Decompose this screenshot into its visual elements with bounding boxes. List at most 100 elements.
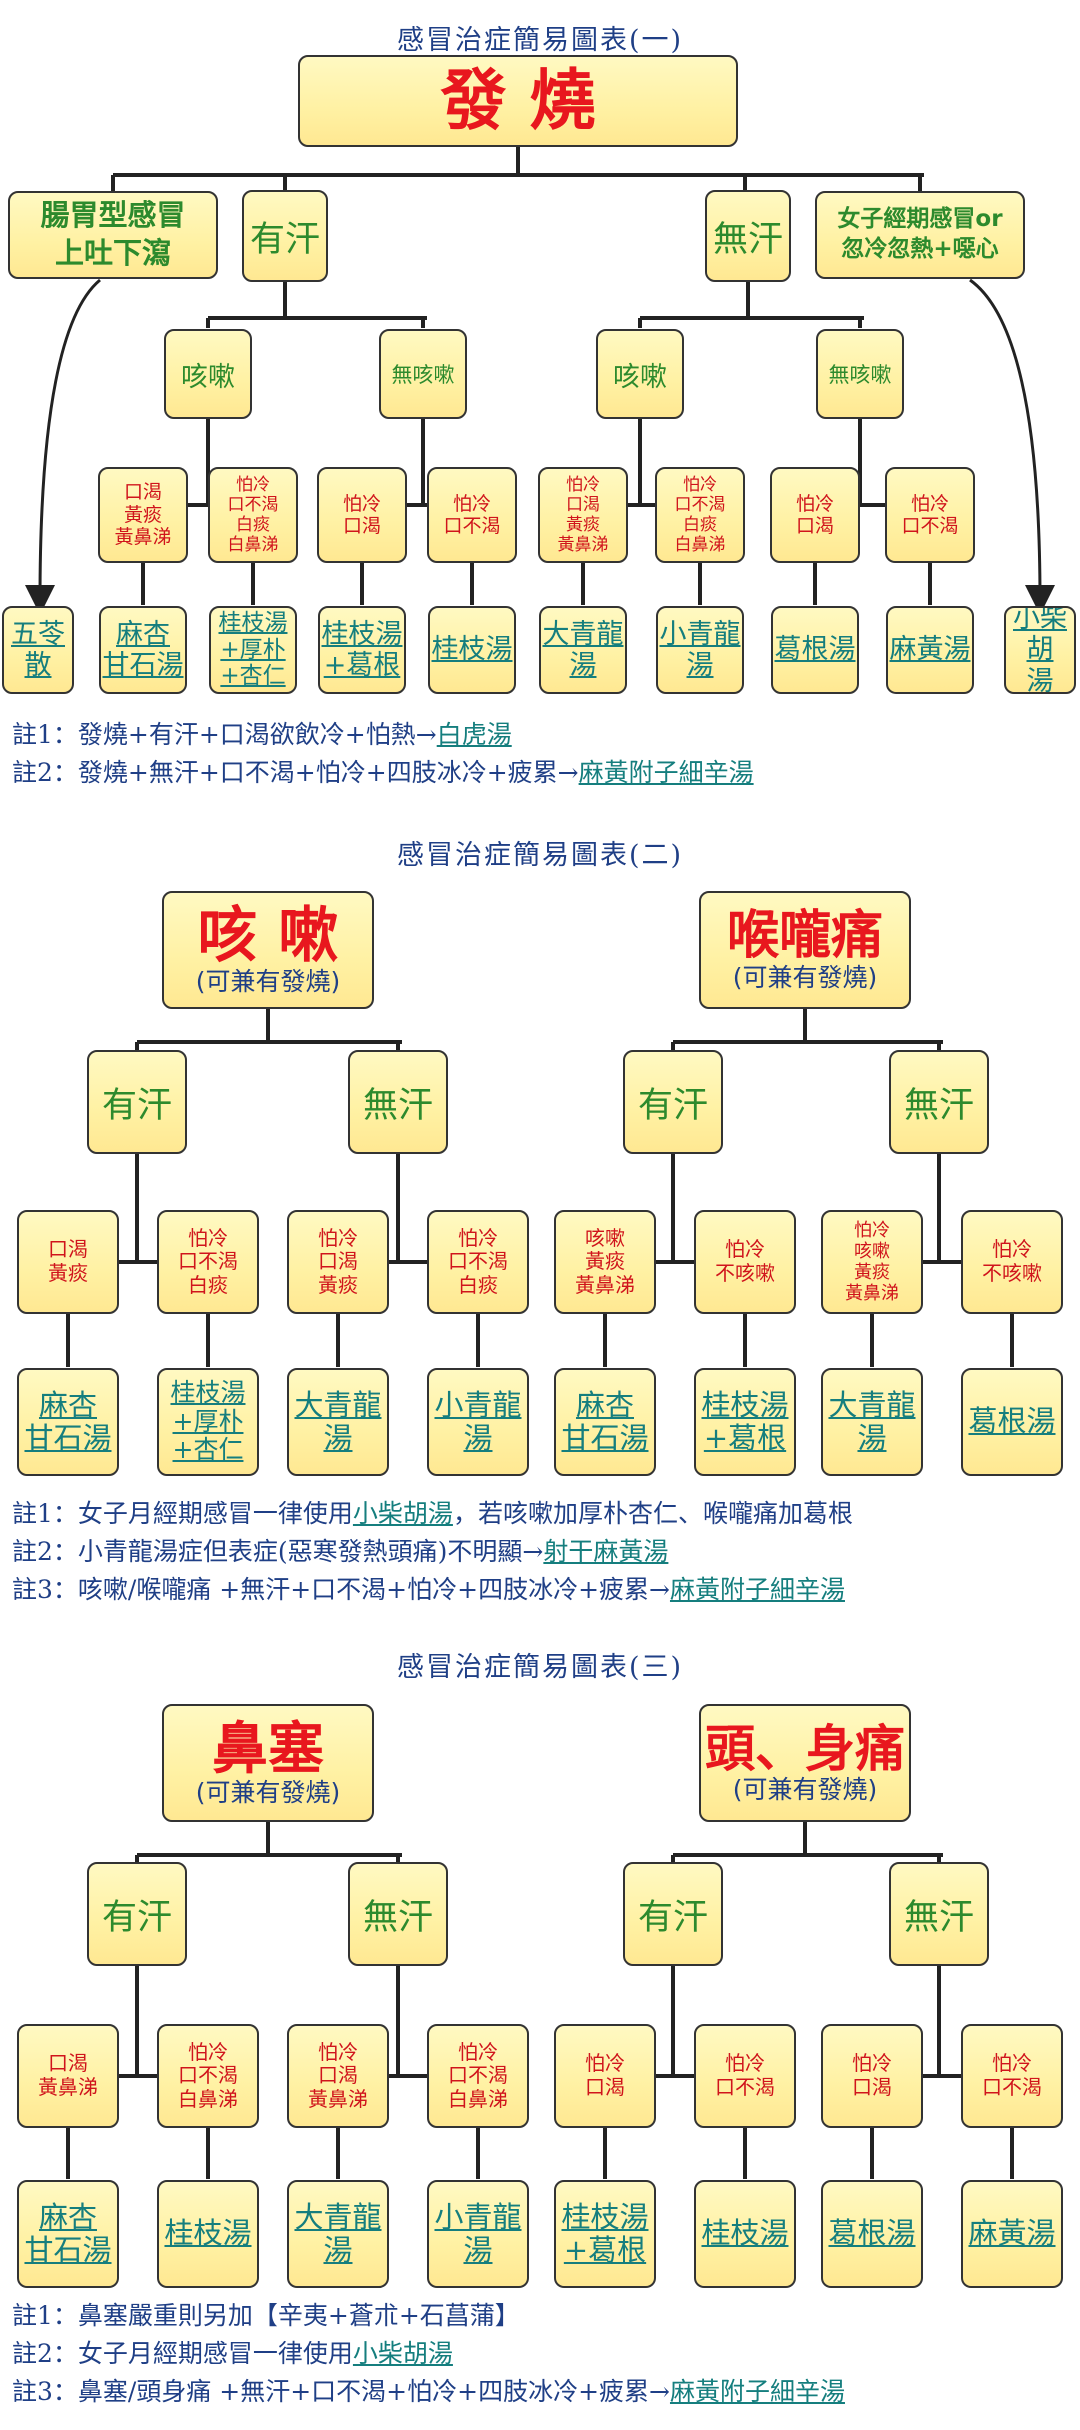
symptom-text: 怕冷 (992, 1237, 1032, 1262)
connector-line (673, 1040, 943, 1044)
cough-box: 咳嗽 (596, 329, 684, 419)
remedy-name[interactable]: +杏仁 (220, 663, 286, 690)
remedy-name[interactable]: +葛根 (323, 650, 401, 681)
note-remedy-link[interactable]: 麻黃附子細辛湯 (578, 758, 754, 787)
remedy-name[interactable]: +厚朴 (172, 1406, 244, 1436)
main-symptom-label: 鼻塞 (212, 1715, 324, 1782)
symptom-text: 怕冷 (318, 1225, 358, 1250)
remedy-name[interactable]: 麻黃湯 (889, 634, 971, 666)
remedy-box: 大青龍湯 (539, 606, 627, 694)
connector-line (937, 1964, 941, 2076)
symptom-text: 黃鼻涕 (557, 535, 609, 556)
remedy-name[interactable]: 湯 (686, 650, 714, 681)
remedy-name[interactable]: 桂枝湯 (561, 2199, 649, 2234)
note-remedy-link[interactable]: 小柴胡湯 (352, 1499, 453, 1528)
remedy-name[interactable]: 葛根湯 (828, 2216, 916, 2251)
remedy-name[interactable]: 大青龍 (294, 2199, 382, 2234)
remedy-name[interactable]: 葛根湯 (774, 634, 856, 666)
remedy-name[interactable]: 大青龍 (542, 618, 624, 650)
symptom-text: 黃痰 (566, 515, 600, 535)
sweat-label: 有汗 (249, 219, 320, 260)
connector-line (118, 1260, 162, 1264)
main-symptom-label: 喉嚨痛 (726, 904, 883, 966)
remedy-name[interactable]: 麻杏 (116, 618, 170, 650)
symptom-box: 怕冷口不渴白鼻涕 (157, 2024, 259, 2128)
connector-line (283, 175, 287, 193)
note-remedy-link[interactable]: 麻黃附子細辛湯 (669, 2377, 845, 2406)
connector-line (870, 2128, 874, 2179)
remedy-name[interactable]: 小柴胡 (1013, 606, 1067, 666)
note-line: 註1：女子月經期感冒一律使用小柴胡湯，若咳嗽加厚朴杏仁、喉嚨痛加葛根 (12, 1495, 853, 1533)
remedy-name[interactable]: 桂枝湯 (701, 1387, 789, 1422)
symptom-text: 怕冷 (910, 492, 949, 515)
remedy-name[interactable]: 湯 (857, 1421, 887, 1455)
remedy-name[interactable]: 桂枝湯 (170, 1377, 246, 1407)
remedy-box: 小青龍湯 (656, 606, 744, 694)
remedy-name[interactable]: 甘石湯 (24, 1421, 112, 1455)
remedy-name[interactable]: 湯 (463, 1421, 493, 1455)
symptom-text: 口渴 (123, 481, 162, 504)
symptom-text: 白鼻涕 (448, 2086, 508, 2111)
remedy-name[interactable]: +杏仁 (172, 1435, 244, 1465)
symptom-text: 怕冷 (458, 2039, 498, 2064)
no-sweat-box: 無汗 (889, 1050, 989, 1154)
remedy-name[interactable]: 麻杏 (38, 2199, 97, 2234)
connector-line (135, 1152, 139, 1262)
symptom-text: 怕冷 (342, 492, 381, 515)
note-line: 註1：發燒+有汗+口渴欲飲冷+怕熱→白虎湯 (12, 716, 754, 754)
no-sweat-label: 無汗 (362, 1897, 433, 1938)
arrow-gi-to-wulingsan (25, 278, 101, 615)
remedy-name[interactable]: 大青龍 (828, 1387, 916, 1422)
connector-line (922, 2074, 966, 2078)
remedy-name[interactable]: +葛根 (703, 1421, 787, 1455)
connector-line (870, 1314, 874, 1367)
symptom-box: 怕冷口渴 (554, 2024, 656, 2128)
remedy-name[interactable]: 麻杏 (575, 1387, 634, 1422)
remedy-name[interactable]: 甘石湯 (24, 2233, 112, 2267)
connector-line (388, 2074, 432, 2078)
remedy-name[interactable]: 湯 (463, 2233, 493, 2267)
cough-label: 咳嗽 (181, 361, 235, 393)
symptom-text: 黃痰 (318, 1272, 358, 1297)
symptom-box: 怕冷不咳嗽 (961, 1210, 1063, 1314)
remedy-name[interactable]: 大青龍 (294, 1387, 382, 1422)
connector-line (336, 1314, 340, 1367)
symptom-text: 口不渴 (982, 2075, 1042, 2099)
remedy-name[interactable]: 葛根湯 (968, 1404, 1056, 1439)
symptom-box: 怕冷口不渴 (885, 467, 975, 563)
remedy-name[interactable]: 桂枝湯 (431, 634, 513, 666)
remedy-name[interactable]: 小青龍 (659, 618, 741, 650)
connector-line (396, 1042, 400, 1050)
remedy-name[interactable]: 湯 (569, 650, 597, 681)
note-remedy-link[interactable]: 麻黃附子細辛湯 (669, 1575, 845, 1604)
connector-line (655, 2074, 699, 2078)
symptom-box: 口渴黃鼻涕 (17, 2024, 119, 2128)
remedy-name[interactable]: 小青龍 (434, 2199, 522, 2234)
note-text: 註2：女子月經期感冒一律使用 (12, 2339, 353, 2368)
remedy-name[interactable]: 桂枝湯 (701, 2216, 789, 2251)
remedy-name[interactable]: 湯 (1026, 665, 1054, 694)
symptom-text: 黃痰 (854, 1262, 890, 1283)
no-sweat-label: 無汗 (362, 1085, 433, 1126)
no-sweat-label: 無汗 (903, 1085, 974, 1126)
remedy-name[interactable]: 麻黃湯 (968, 2216, 1056, 2251)
remedy-name[interactable]: 桂枝湯 (164, 2216, 252, 2251)
remedy-box: 桂枝湯 (428, 606, 516, 694)
remedy-name[interactable]: 甘石湯 (102, 650, 184, 681)
remedy-name[interactable]: 五苓散 (11, 618, 65, 681)
note-remedy-link[interactable]: 射干麻黃湯 (543, 1537, 669, 1566)
remedy-name[interactable]: +厚朴 (220, 636, 286, 663)
remedy-name[interactable]: 湯 (323, 2233, 353, 2267)
remedy-name[interactable]: 小青龍 (434, 1387, 522, 1422)
remedy-name[interactable]: 桂枝湯 (321, 618, 403, 650)
sweat-label: 有汗 (101, 1085, 172, 1126)
note-remedy-link[interactable]: 小柴胡湯 (352, 2339, 453, 2368)
remedy-name[interactable]: 桂枝湯 (218, 610, 288, 637)
note-remedy-link[interactable]: 白虎湯 (436, 720, 512, 749)
symptom-box: 怕冷口渴 (821, 2024, 923, 2128)
remedy-name[interactable]: 甘石湯 (561, 1421, 649, 1455)
remedy-name[interactable]: +葛根 (563, 2233, 647, 2267)
remedy-name[interactable]: 湯 (323, 1421, 353, 1455)
remedy-name[interactable]: 麻杏 (38, 1387, 97, 1422)
symptom-text: 咳嗽 (854, 1240, 890, 1262)
